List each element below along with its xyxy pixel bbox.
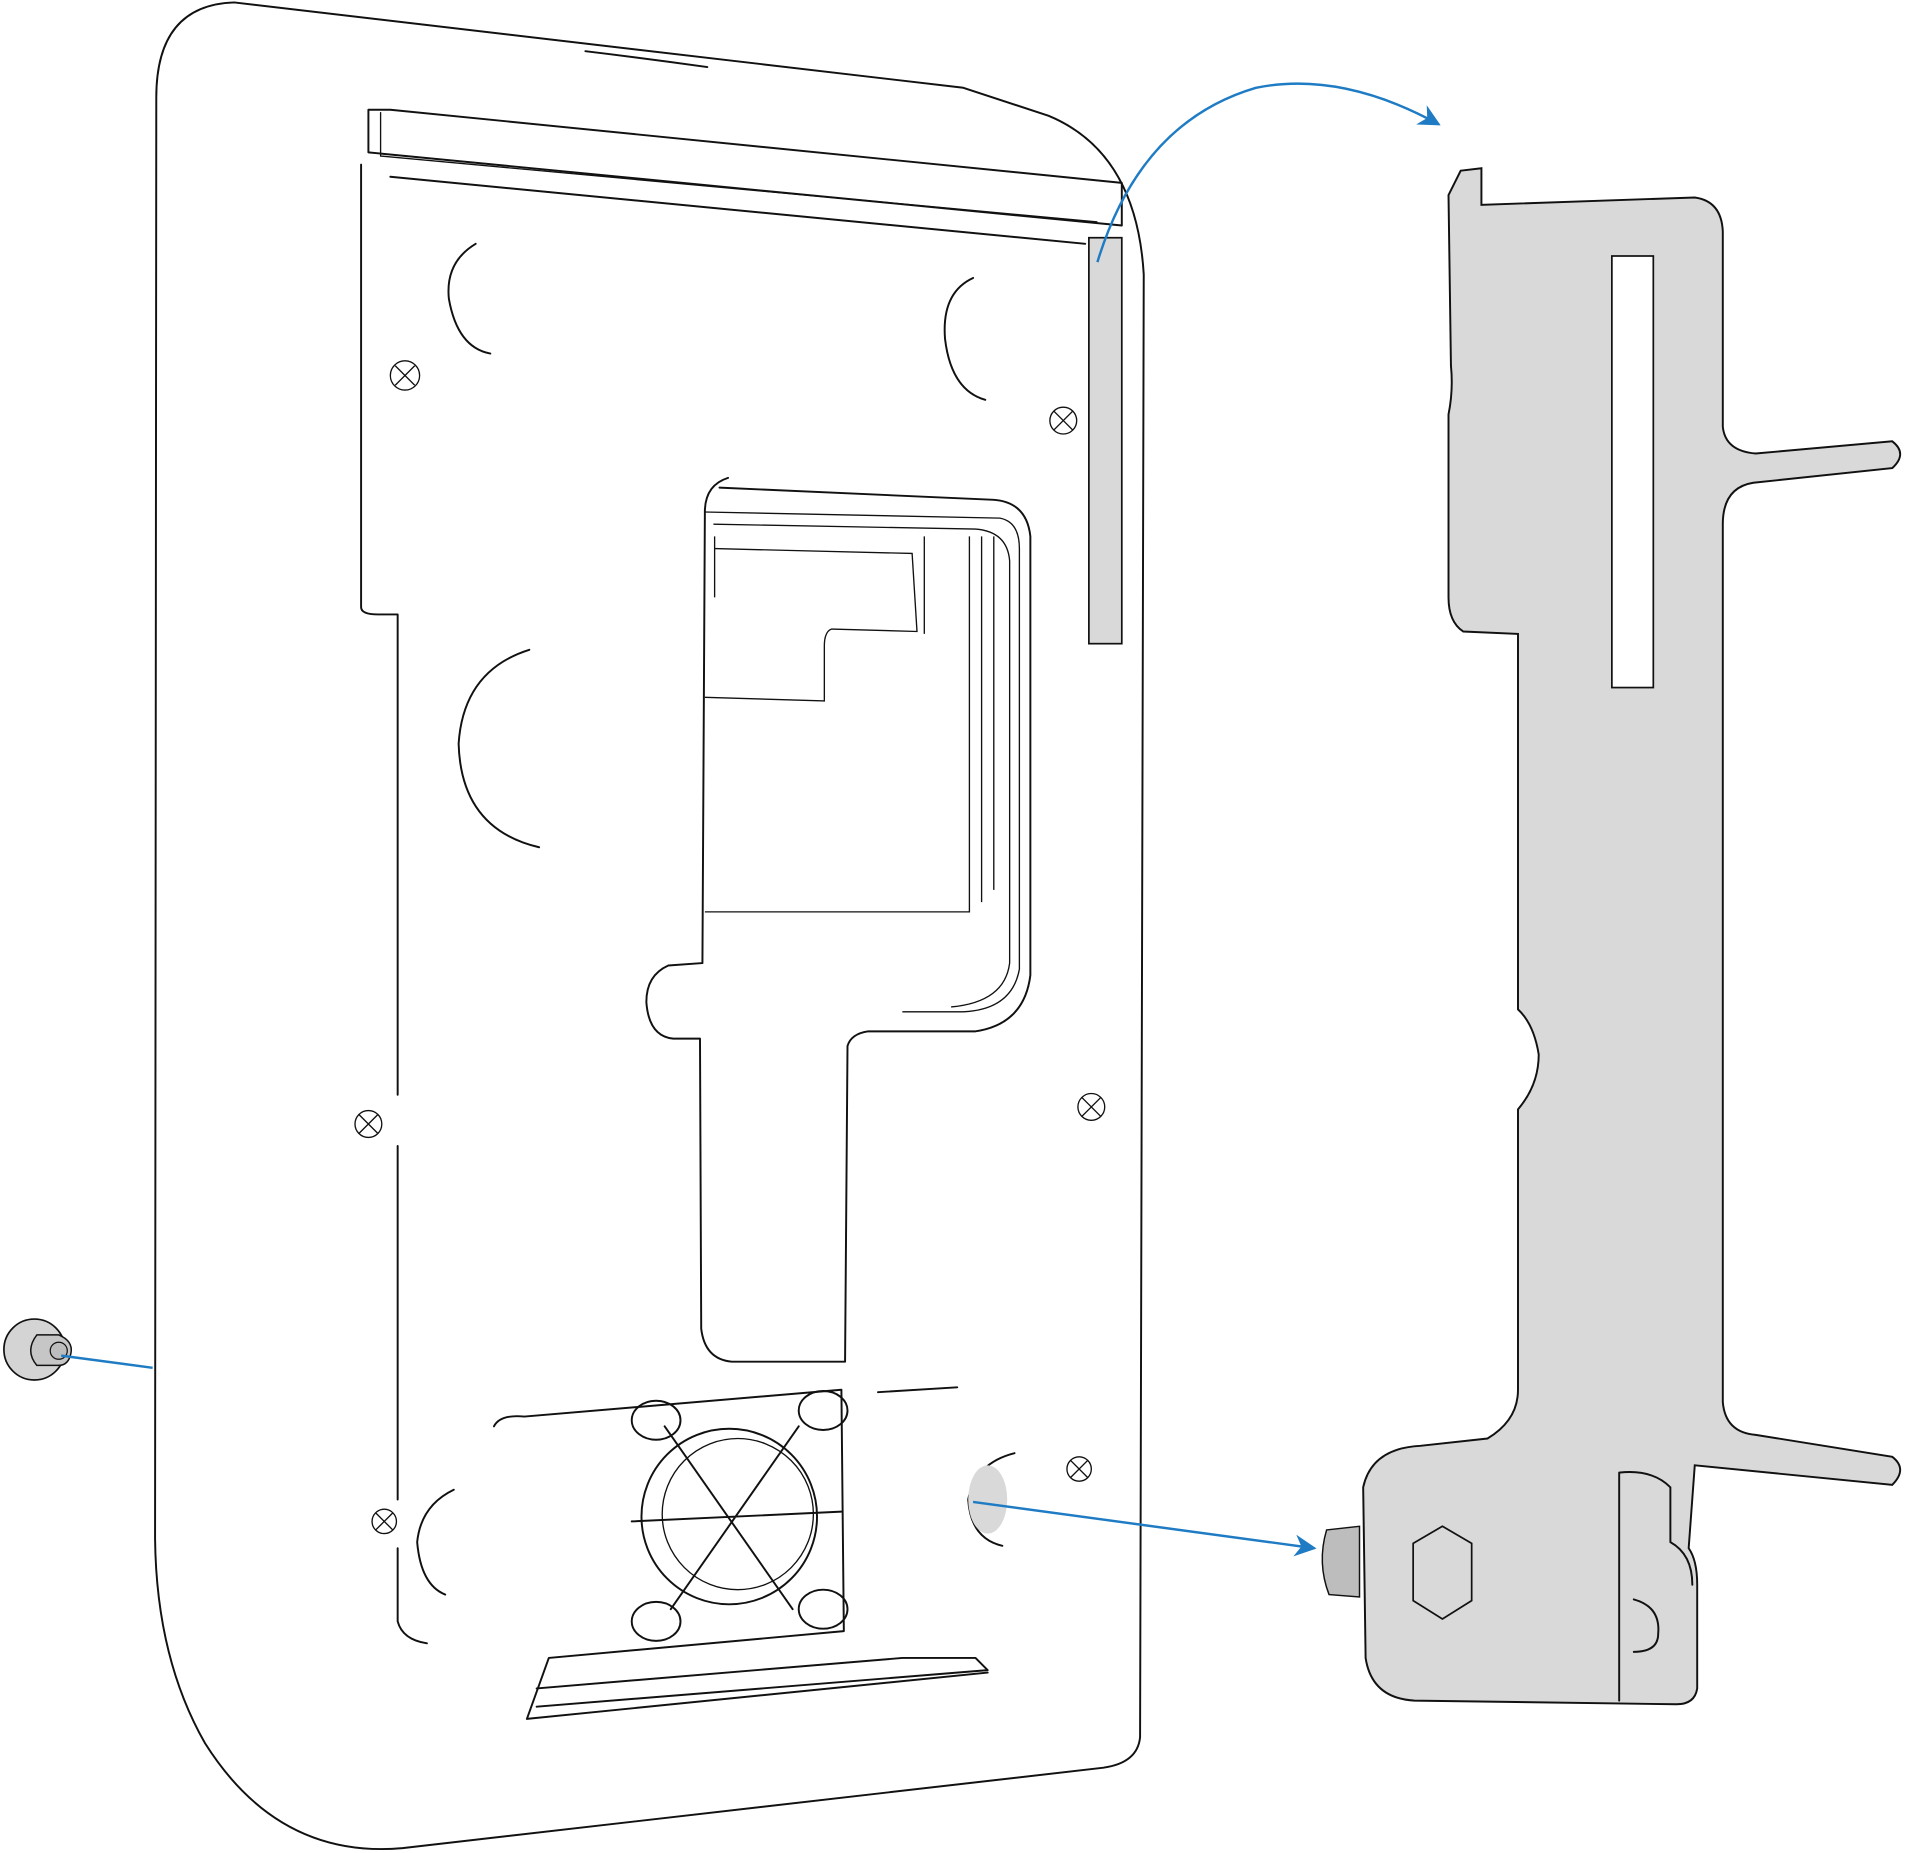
screw-hole [968, 1465, 1008, 1534]
shoulder-screw [3, 1318, 73, 1381]
fan [492, 1386, 989, 1720]
screw-leader-line [61, 1354, 153, 1370]
housing [154, 1, 1145, 1850]
screw-insertion-arrow [972, 1500, 1317, 1557]
hex-nut [1412, 1525, 1473, 1620]
mounting-bracket [1321, 167, 1902, 1706]
bracket-removal-arrow [1096, 82, 1441, 263]
screw-icon [354, 360, 1106, 1535]
side-strip [1088, 236, 1123, 645]
